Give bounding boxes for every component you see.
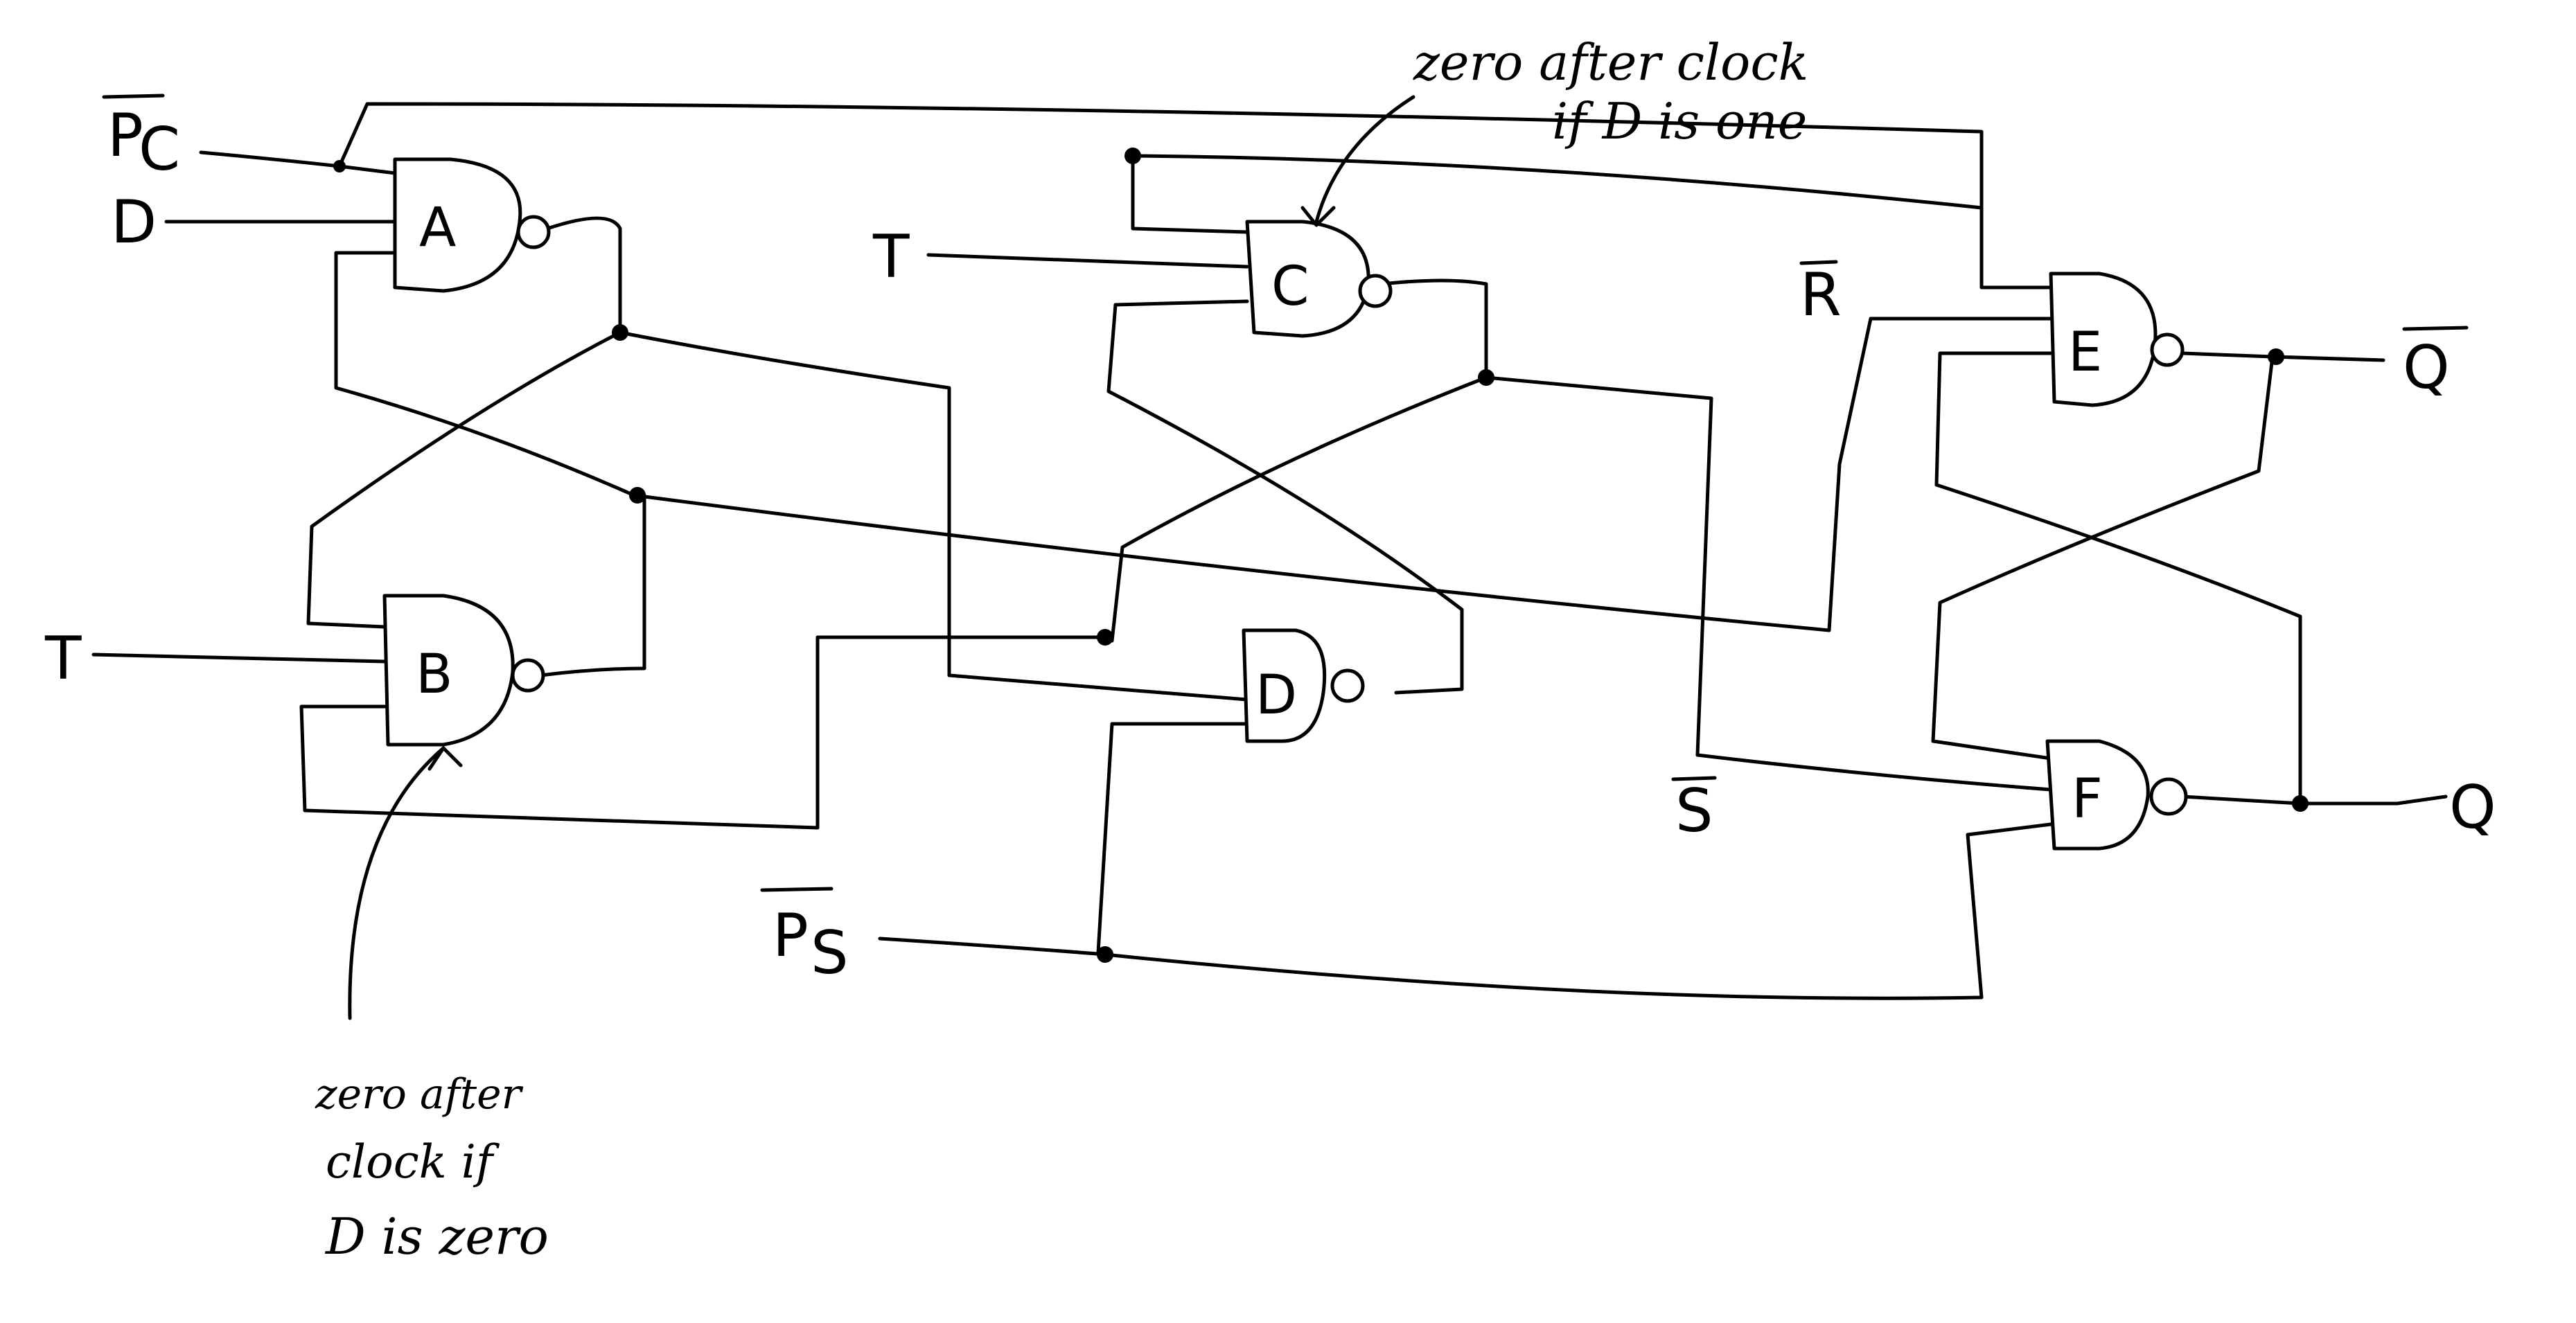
wire-pc-input: [199, 150, 397, 175]
signal-q: Q: [2449, 773, 2496, 842]
ps-overbar: [760, 887, 833, 892]
gate-b: B: [382, 594, 545, 747]
junction-b-out: [629, 487, 646, 504]
junction-ps: [1097, 946, 1113, 963]
wire-pc-bus: [337, 102, 2053, 290]
wire-c-to-s: [1484, 375, 2053, 792]
wire-b-long: [632, 493, 1831, 632]
gate-d-bubble: [1330, 668, 1365, 703]
signal-labels: P C D T T R S P S Q Q: [44, 94, 2496, 988]
signal-t-top: T: [872, 222, 910, 292]
wire-e-input-3: [1934, 351, 2302, 802]
wire-t-left: [91, 652, 387, 664]
signal-t-left: T: [44, 624, 82, 693]
q-bar-overbar: [2402, 326, 2469, 331]
wire-ps: [878, 822, 2053, 1000]
wire-d-input-3: [1096, 722, 1249, 954]
wire-bus-to-c: [1131, 154, 1984, 210]
signal-r-bar: R: [1800, 260, 1842, 330]
pc-overbar: [102, 94, 165, 99]
wire-b-output: [538, 493, 646, 677]
signal-d: D: [111, 188, 157, 257]
bottom-note-arrowhead: [427, 746, 463, 771]
top-note-arrowhead: [1300, 206, 1336, 227]
bottom-note-line3: D is zero: [324, 1207, 549, 1266]
wire-c-input-3: [1106, 299, 1464, 695]
wire-c-output: [1380, 278, 1488, 380]
gate-a-bubble: [516, 215, 551, 249]
junction-bus-c: [1124, 148, 1141, 164]
gate-b-bubble: [511, 658, 545, 693]
annotations: zero after clock if D is one zero after …: [315, 33, 1808, 1266]
gate-b-label: B: [416, 643, 453, 706]
wire-b-input-3: [299, 635, 1107, 830]
gate-e-bubble: [2150, 332, 2185, 367]
gate-d-label: D: [1255, 664, 1297, 727]
signal-q-bar: Q: [2403, 333, 2450, 402]
gate-a: A: [393, 157, 551, 293]
junction-d-in: [1097, 629, 1113, 646]
wire-t-top: [926, 253, 1249, 269]
top-note-line1: zero after clock: [1413, 33, 1808, 91]
s-overbar: [1671, 776, 1717, 781]
junction-e-out: [2268, 348, 2284, 365]
gate-c: C: [1245, 220, 1393, 338]
bottom-note-line2: clock if: [326, 1135, 500, 1189]
gate-c-bubble: [1358, 274, 1393, 308]
junctions: [333, 148, 2309, 963]
top-note-arrow: [1314, 95, 1415, 224]
gate-f: F: [2045, 739, 2188, 851]
wire-a-to-d: [618, 330, 1249, 702]
gate-e: E: [2049, 272, 2185, 407]
gate-c-label: C: [1271, 256, 1309, 318]
top-note-line2: if D is one: [1552, 92, 1807, 150]
signal-pc: P: [107, 101, 143, 170]
signal-s-bar: S: [1675, 776, 1713, 846]
wire-a-input-3: [334, 251, 636, 497]
wire-r-bar: [1827, 317, 2053, 632]
wire-c-top-input: [1131, 154, 1249, 234]
gate-f-label: F: [2072, 768, 2103, 831]
signal-pc-sub: C: [139, 115, 180, 184]
signal-ps-sub: S: [811, 918, 849, 988]
wire-q-arrow: [2395, 794, 2448, 806]
gate-f-bubble: [2149, 777, 2188, 816]
junction-f-out: [2292, 795, 2309, 812]
signal-ps: P: [773, 901, 809, 970]
junction-pc: [333, 160, 346, 172]
junction-c-out: [1478, 369, 1494, 386]
wire-a-cross-b: [306, 330, 622, 629]
wire-a-output: [545, 216, 622, 335]
gate-a-label: A: [419, 197, 456, 259]
bottom-note-arrow: [348, 746, 445, 1020]
gate-e-label: E: [2068, 321, 2102, 384]
bottom-note-line1: zero after: [315, 1070, 524, 1119]
gate-d: D: [1242, 628, 1365, 743]
wire-c-cross-d: [1110, 375, 1488, 643]
r-overbar: [1799, 260, 1838, 265]
wires: [91, 102, 2448, 1000]
junction-a-out: [612, 324, 628, 341]
wire-e-cross-f: [1931, 355, 2275, 761]
wire-f-output: [2180, 794, 2399, 806]
